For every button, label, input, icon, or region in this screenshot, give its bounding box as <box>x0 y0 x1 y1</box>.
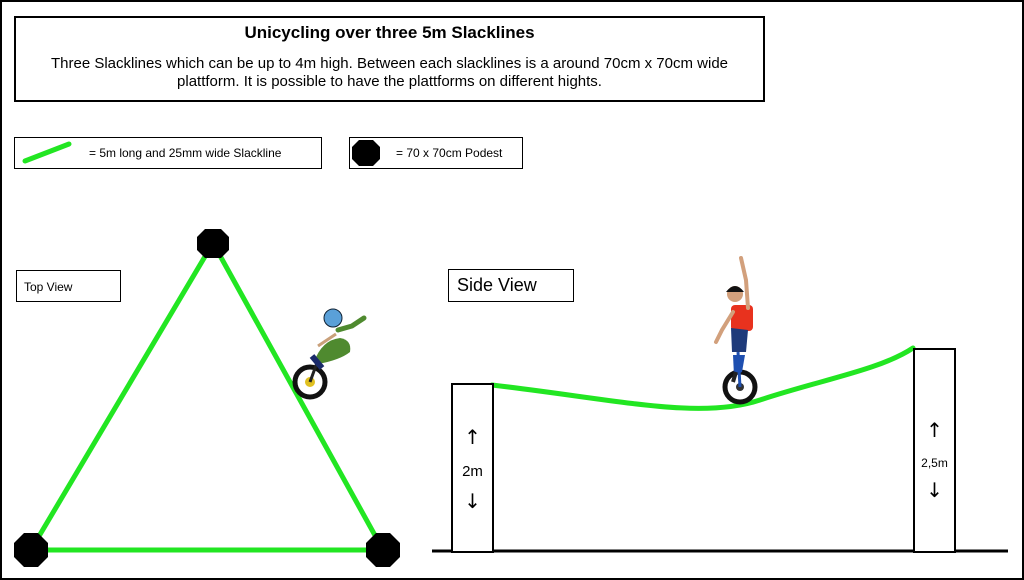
up-arrow-icon: ↑ <box>464 425 481 449</box>
slackline-legend-label: = 5m long and 25mm wide Slackline <box>89 146 282 160</box>
right-post-height: 2,5m <box>921 456 948 470</box>
podest-bottom-right <box>366 533 400 567</box>
diagram-title: Unicycling over three 5m Slacklines <box>244 23 535 42</box>
top-view-triangle <box>14 229 400 567</box>
right-post: ↑ 2,5m ↓ <box>913 348 956 553</box>
slackline-right <box>210 240 385 551</box>
side-view <box>432 345 1008 553</box>
unicyclist-side-view <box>714 256 758 405</box>
legend-slackline: = 5m long and 25mm wide Slackline <box>14 137 322 169</box>
slackline-legend-icon <box>22 141 72 164</box>
down-arrow-icon: ↓ <box>926 478 943 502</box>
top-view-label: Top View <box>16 270 121 302</box>
diagram-description: Three Slacklines which can be up to 4m h… <box>50 55 729 90</box>
legend-podest: = 70 x 70cm Podest <box>349 137 523 169</box>
podest-top <box>197 229 229 258</box>
title-box: Unicycling over three 5m Slacklines Thre… <box>14 16 765 102</box>
podest-legend-icon <box>352 140 380 166</box>
down-arrow-icon: ↓ <box>464 489 481 513</box>
slackline-left <box>29 240 216 551</box>
podest-legend-label: = 70 x 70cm Podest <box>396 146 503 160</box>
unicyclist-top-view <box>292 308 367 400</box>
left-post-height: 2m <box>462 463 483 480</box>
side-slackline <box>489 345 916 411</box>
left-post: ↑ 2m ↓ <box>451 383 494 553</box>
podest-bottom-left <box>14 533 48 567</box>
up-arrow-icon: ↑ <box>926 418 943 442</box>
side-view-label: Side View <box>448 269 574 302</box>
